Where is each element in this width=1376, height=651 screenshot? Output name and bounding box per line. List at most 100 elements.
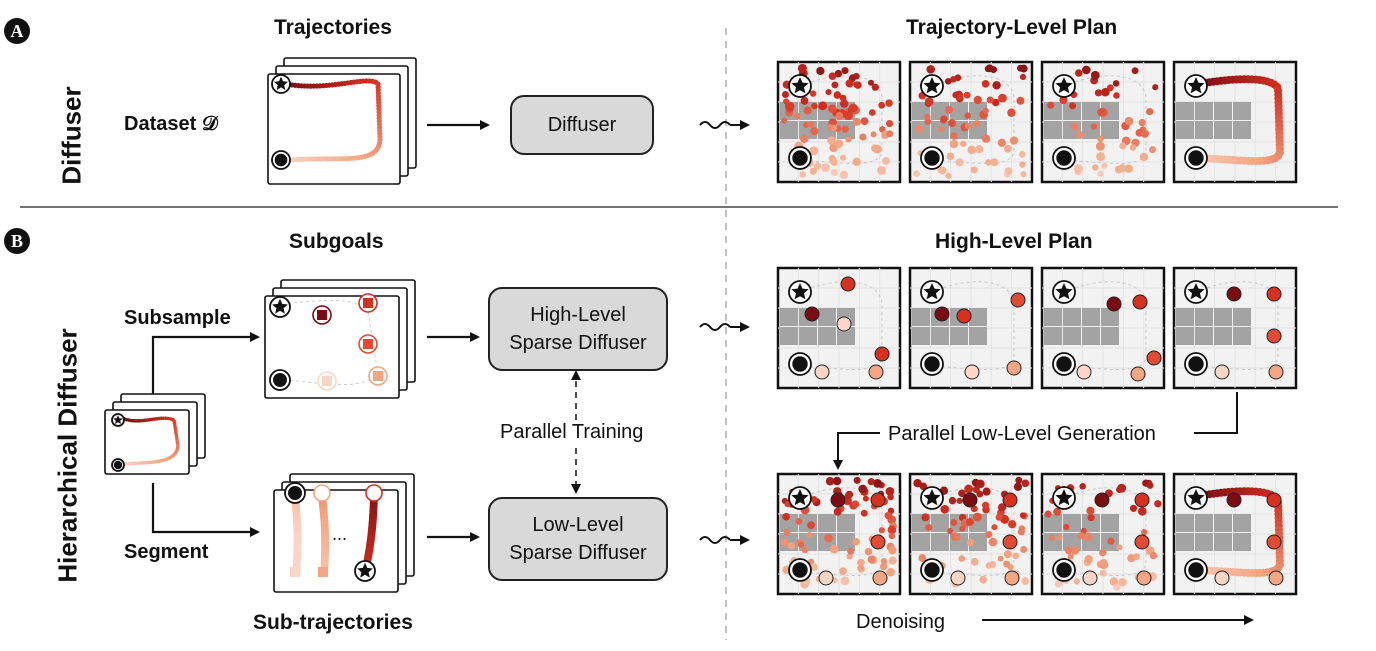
traj-point (376, 106, 382, 112)
segment-arrow (151, 483, 260, 537)
noise-point (1002, 493, 1012, 503)
noise-point (923, 87, 930, 95)
maze-panel (908, 60, 1034, 184)
plan-point (1271, 566, 1280, 575)
plan-point (1224, 155, 1233, 164)
high-level-diffuser-box: High-Level Sparse Diffuser (488, 287, 668, 371)
noise-point (1000, 514, 1010, 524)
noise-point (1131, 67, 1139, 75)
noise-point (1118, 578, 1127, 587)
traj-point (377, 131, 383, 137)
noise-point (1141, 529, 1148, 536)
noise-point (944, 78, 952, 85)
traj-point (339, 81, 345, 87)
subgoal-point (956, 308, 972, 324)
traj-point (345, 80, 351, 86)
small-traj-point (164, 457, 168, 462)
goal-dot-icon (1056, 562, 1072, 578)
segment-point (368, 519, 377, 528)
noise-point (1080, 527, 1087, 534)
noise-point (1016, 96, 1025, 105)
traj-point (376, 140, 383, 146)
segment-point (320, 521, 329, 530)
plan-point (1252, 568, 1261, 577)
traj-point (337, 156, 343, 162)
noise-point (781, 497, 788, 504)
traj-point (309, 156, 315, 162)
noise-point (1049, 497, 1056, 504)
noise-point (1149, 146, 1156, 154)
low-level-diffuser-box: Low-Level Sparse Diffuser (488, 497, 668, 581)
noise-point (979, 575, 988, 584)
noise-point (948, 496, 957, 505)
noise-point (785, 103, 795, 113)
noise-point (790, 556, 798, 564)
star-icon (1187, 77, 1205, 94)
plan-point (1267, 567, 1276, 576)
noise-point (787, 542, 795, 550)
small-traj-point (164, 416, 168, 421)
goal-dot-icon (273, 373, 287, 387)
wall-cell (1195, 121, 1213, 139)
noise-point (924, 155, 934, 164)
sub-trajectories-stack: ... (273, 473, 415, 593)
segment-point (318, 494, 327, 503)
noise-point (821, 163, 830, 173)
segment-point (293, 542, 302, 551)
noise-point (947, 527, 954, 535)
segment-point (362, 560, 371, 569)
subgoal-point (1002, 534, 1018, 550)
noise-point (1064, 546, 1073, 555)
wall-cell (780, 308, 798, 326)
noise-point (915, 124, 924, 133)
plan-point (1263, 156, 1272, 165)
reference-path (1195, 75, 1279, 164)
plan-point (1274, 506, 1283, 515)
noise-point (971, 478, 980, 487)
subgoal-point (1266, 286, 1282, 302)
noise-point (928, 571, 937, 579)
plan-point (1263, 489, 1272, 498)
noise-point (887, 507, 895, 515)
noise-point (809, 167, 817, 175)
small-traj-point (122, 462, 126, 466)
start-icon (271, 74, 291, 94)
small-traj-point (143, 460, 147, 465)
wall-cell (837, 121, 855, 139)
noise-point (887, 515, 897, 525)
traj-point (358, 154, 364, 160)
section-a-side-label: Diffuser (56, 86, 87, 185)
maze-panel (1172, 266, 1298, 390)
plan-point (1205, 490, 1214, 499)
noise-point (1101, 87, 1110, 97)
noise-point (828, 154, 836, 163)
plan-point (1221, 567, 1230, 576)
noise-point (833, 507, 842, 516)
subgoal-point (836, 316, 852, 332)
small-traj-point (136, 419, 140, 423)
wall-cell (1195, 533, 1213, 551)
wall-cell (950, 308, 968, 326)
noise-point (847, 106, 855, 113)
subgoal-square (363, 298, 373, 308)
noise-point (952, 91, 959, 99)
wall-cell (1082, 533, 1100, 551)
traj-point (357, 78, 363, 84)
noise-point (1019, 73, 1027, 81)
wall-cell (818, 533, 836, 551)
segment-point (293, 532, 302, 541)
noise-point (1007, 108, 1016, 117)
panel-frame (776, 266, 902, 390)
noise-point (1129, 504, 1138, 512)
noise-point (1106, 84, 1114, 92)
traj-point (312, 156, 318, 162)
small-traj-point (120, 416, 124, 420)
wall-cell (1063, 514, 1081, 532)
traj-point (370, 150, 376, 156)
diffuser-box: Diffuser (510, 95, 654, 155)
noise-point (868, 555, 878, 565)
traj-point (317, 83, 323, 89)
noise-point (846, 107, 855, 116)
star-icon (923, 77, 941, 94)
subgoal-ring (368, 366, 388, 386)
